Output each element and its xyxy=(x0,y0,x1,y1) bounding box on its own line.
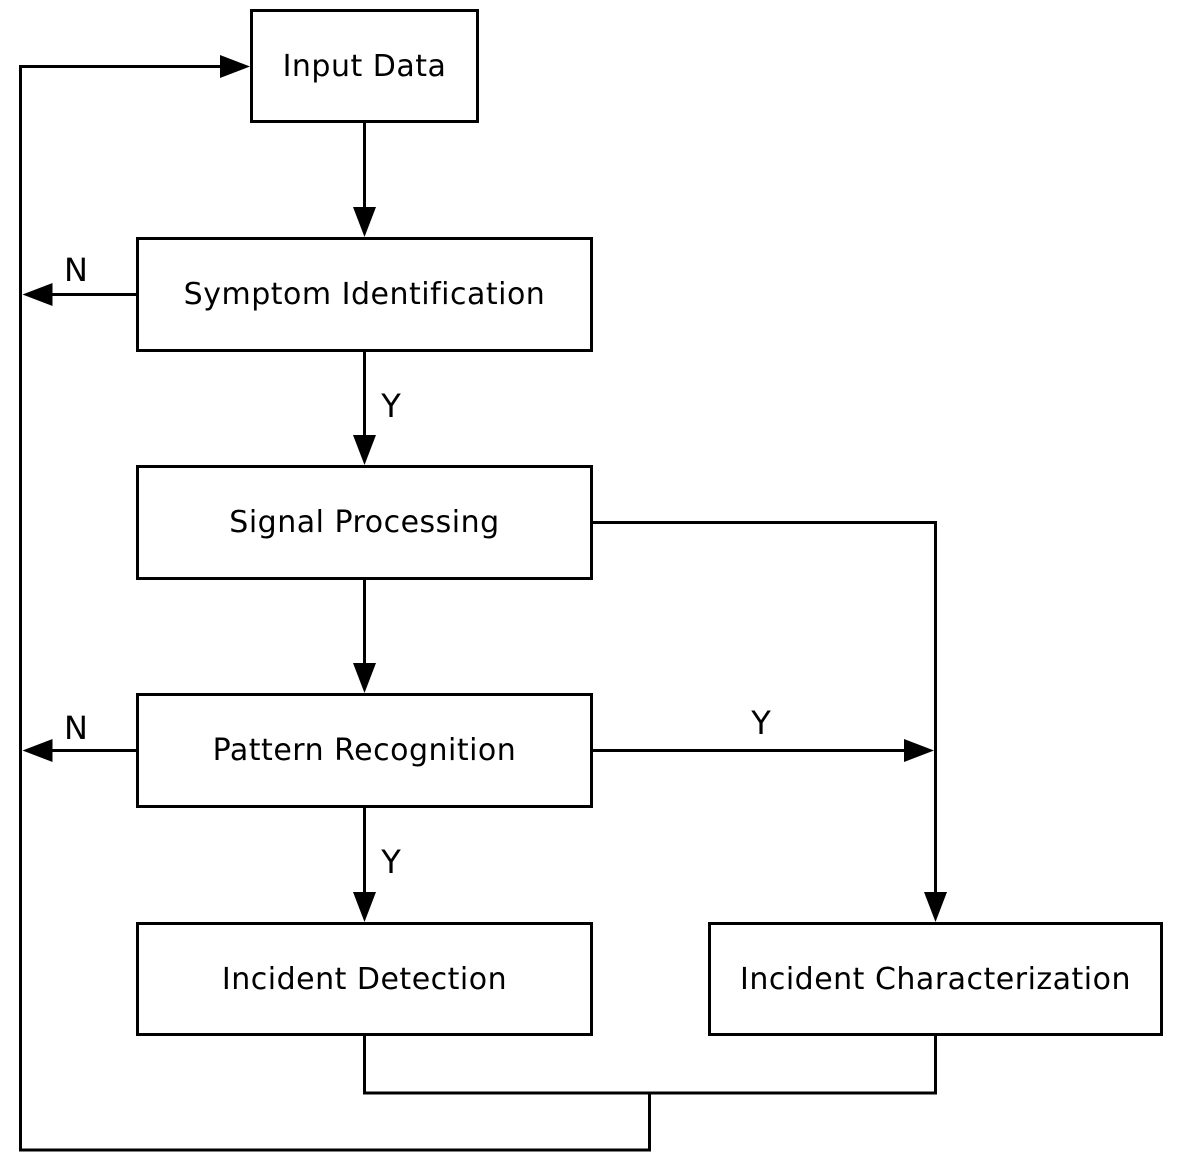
node-signal-processing: Signal Processing xyxy=(136,465,593,580)
edge-outputs-merge xyxy=(363,1036,937,1095)
arrowhead-down-symptom xyxy=(353,207,376,237)
edge-label-pattern-yes-right: Y xyxy=(751,704,771,742)
edge-label-symptom-no: N xyxy=(64,251,88,289)
edge-signal-to-characterization xyxy=(593,521,937,894)
edge-label-pattern-yes-down: Y xyxy=(381,843,401,881)
arrowhead-down-characterization xyxy=(924,892,947,922)
node-signal-processing-label: Signal Processing xyxy=(229,505,500,540)
node-pattern-recognition-label: Pattern Recognition xyxy=(212,733,517,768)
edge-label-symptom-yes: Y xyxy=(381,387,401,425)
arrowhead-down-incident-detection xyxy=(353,892,376,922)
arrowhead-right-input xyxy=(220,55,250,78)
edge-feedback-loop xyxy=(19,65,651,1152)
node-symptom-identification: Symptom Identification xyxy=(136,237,593,352)
edge-label-pattern-no: N xyxy=(64,709,88,747)
arrowhead-left-symptom-no xyxy=(22,283,53,306)
arrowhead-right-pattern-yes xyxy=(904,739,934,762)
arrowhead-down-signal xyxy=(353,435,376,465)
node-pattern-recognition: Pattern Recognition xyxy=(136,693,593,808)
node-input-data: Input Data xyxy=(250,9,479,123)
node-incident-characterization: Incident Characterization xyxy=(708,922,1163,1036)
arrowhead-left-pattern-no xyxy=(22,739,53,762)
arrowhead-down-pattern xyxy=(353,663,376,693)
node-incident-detection-label: Incident Detection xyxy=(221,961,508,997)
node-incident-characterization-label: Incident Characterization xyxy=(739,961,1132,997)
node-symptom-identification-label: Symptom Identification xyxy=(183,277,546,312)
node-incident-detection: Incident Detection xyxy=(136,922,593,1036)
node-input-data-label: Input Data xyxy=(282,48,447,84)
